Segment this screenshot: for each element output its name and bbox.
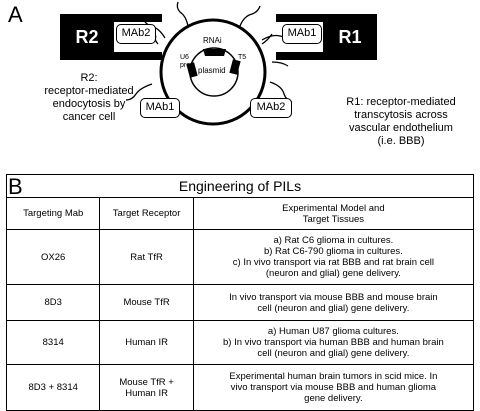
cell-receptor: Mouse TfR + Human IR: [99, 364, 194, 411]
table-row: 8D3 Mouse TfR In vivo transport via mous…: [5, 284, 475, 321]
table-row: OX26 Rat TfR a) Rat C6 glioma in culture…: [5, 229, 475, 285]
cell-mab: 8314: [5, 320, 101, 365]
receptor-r2-notch-bottom: [114, 52, 162, 60]
mab1-bottom-left: MAb1: [140, 98, 180, 118]
rnai-cassette: [203, 49, 226, 56]
receptor-r2-label: R2: [75, 27, 99, 47]
liposome: [159, 18, 267, 126]
caption-r1: R1: receptor-mediated transcytosis acros…: [346, 96, 456, 147]
panel-a-label: A: [8, 2, 23, 27]
t5-label: T5: [238, 54, 247, 61]
cell-model: a) Human U87 glioma cultures. b) In vivo…: [192, 320, 475, 365]
header-target-receptor: Target Receptor: [99, 197, 194, 230]
header-experimental-model: Experimental Model and Target Tissues: [192, 197, 475, 230]
plasmid-label: plasmid: [198, 66, 226, 75]
cell-mab: 8D3 + 8314: [5, 364, 101, 411]
receptor-r1: R1: [323, 14, 377, 60]
mab1-top-right: MAb1: [282, 24, 322, 44]
table-row: 8D3 + 8314 Mouse TfR + Human IR Experime…: [5, 364, 475, 411]
pils-table: Engineering of PILs Targeting Mab Target…: [5, 174, 475, 411]
table-row: 8314 Human IR a) Human U87 glioma cultur…: [5, 320, 475, 365]
cell-mab: 8D3: [5, 284, 101, 321]
receptor-r1-label: R1: [338, 27, 362, 47]
receptor-r2: R2: [60, 14, 114, 60]
cell-model: a) Rat C6 glioma in cultures. b) Rat C6-…: [192, 229, 475, 285]
receptor-r1-notch: [276, 14, 324, 22]
receptor-r1-notch-bottom: [276, 52, 324, 60]
caption-r2: R2: receptor-mediated endocytosis by can…: [44, 72, 134, 123]
promoter-block: [186, 62, 198, 78]
cell-receptor: Mouse TfR: [99, 284, 194, 321]
receptor-r2-notch: [114, 14, 162, 22]
cell-receptor: Rat TfR: [99, 229, 194, 285]
promoter-label: U6 pro: [180, 54, 191, 69]
mab2-top-left: MAb2: [116, 24, 156, 44]
cell-model: Experimental human brain tumors in scid …: [192, 364, 475, 411]
cell-model: In vivo transport via mouse BBB and mous…: [192, 284, 475, 321]
mab2-bottom-right: MAb2: [250, 98, 292, 118]
cell-receptor: Human IR: [99, 320, 194, 365]
rnai-label: RNAi: [203, 36, 222, 45]
t5-block: [229, 59, 241, 75]
cell-mab: OX26: [5, 229, 101, 285]
table-title: Engineering of PILs: [6, 174, 474, 198]
header-targeting-mab: Targeting Mab: [5, 197, 101, 230]
